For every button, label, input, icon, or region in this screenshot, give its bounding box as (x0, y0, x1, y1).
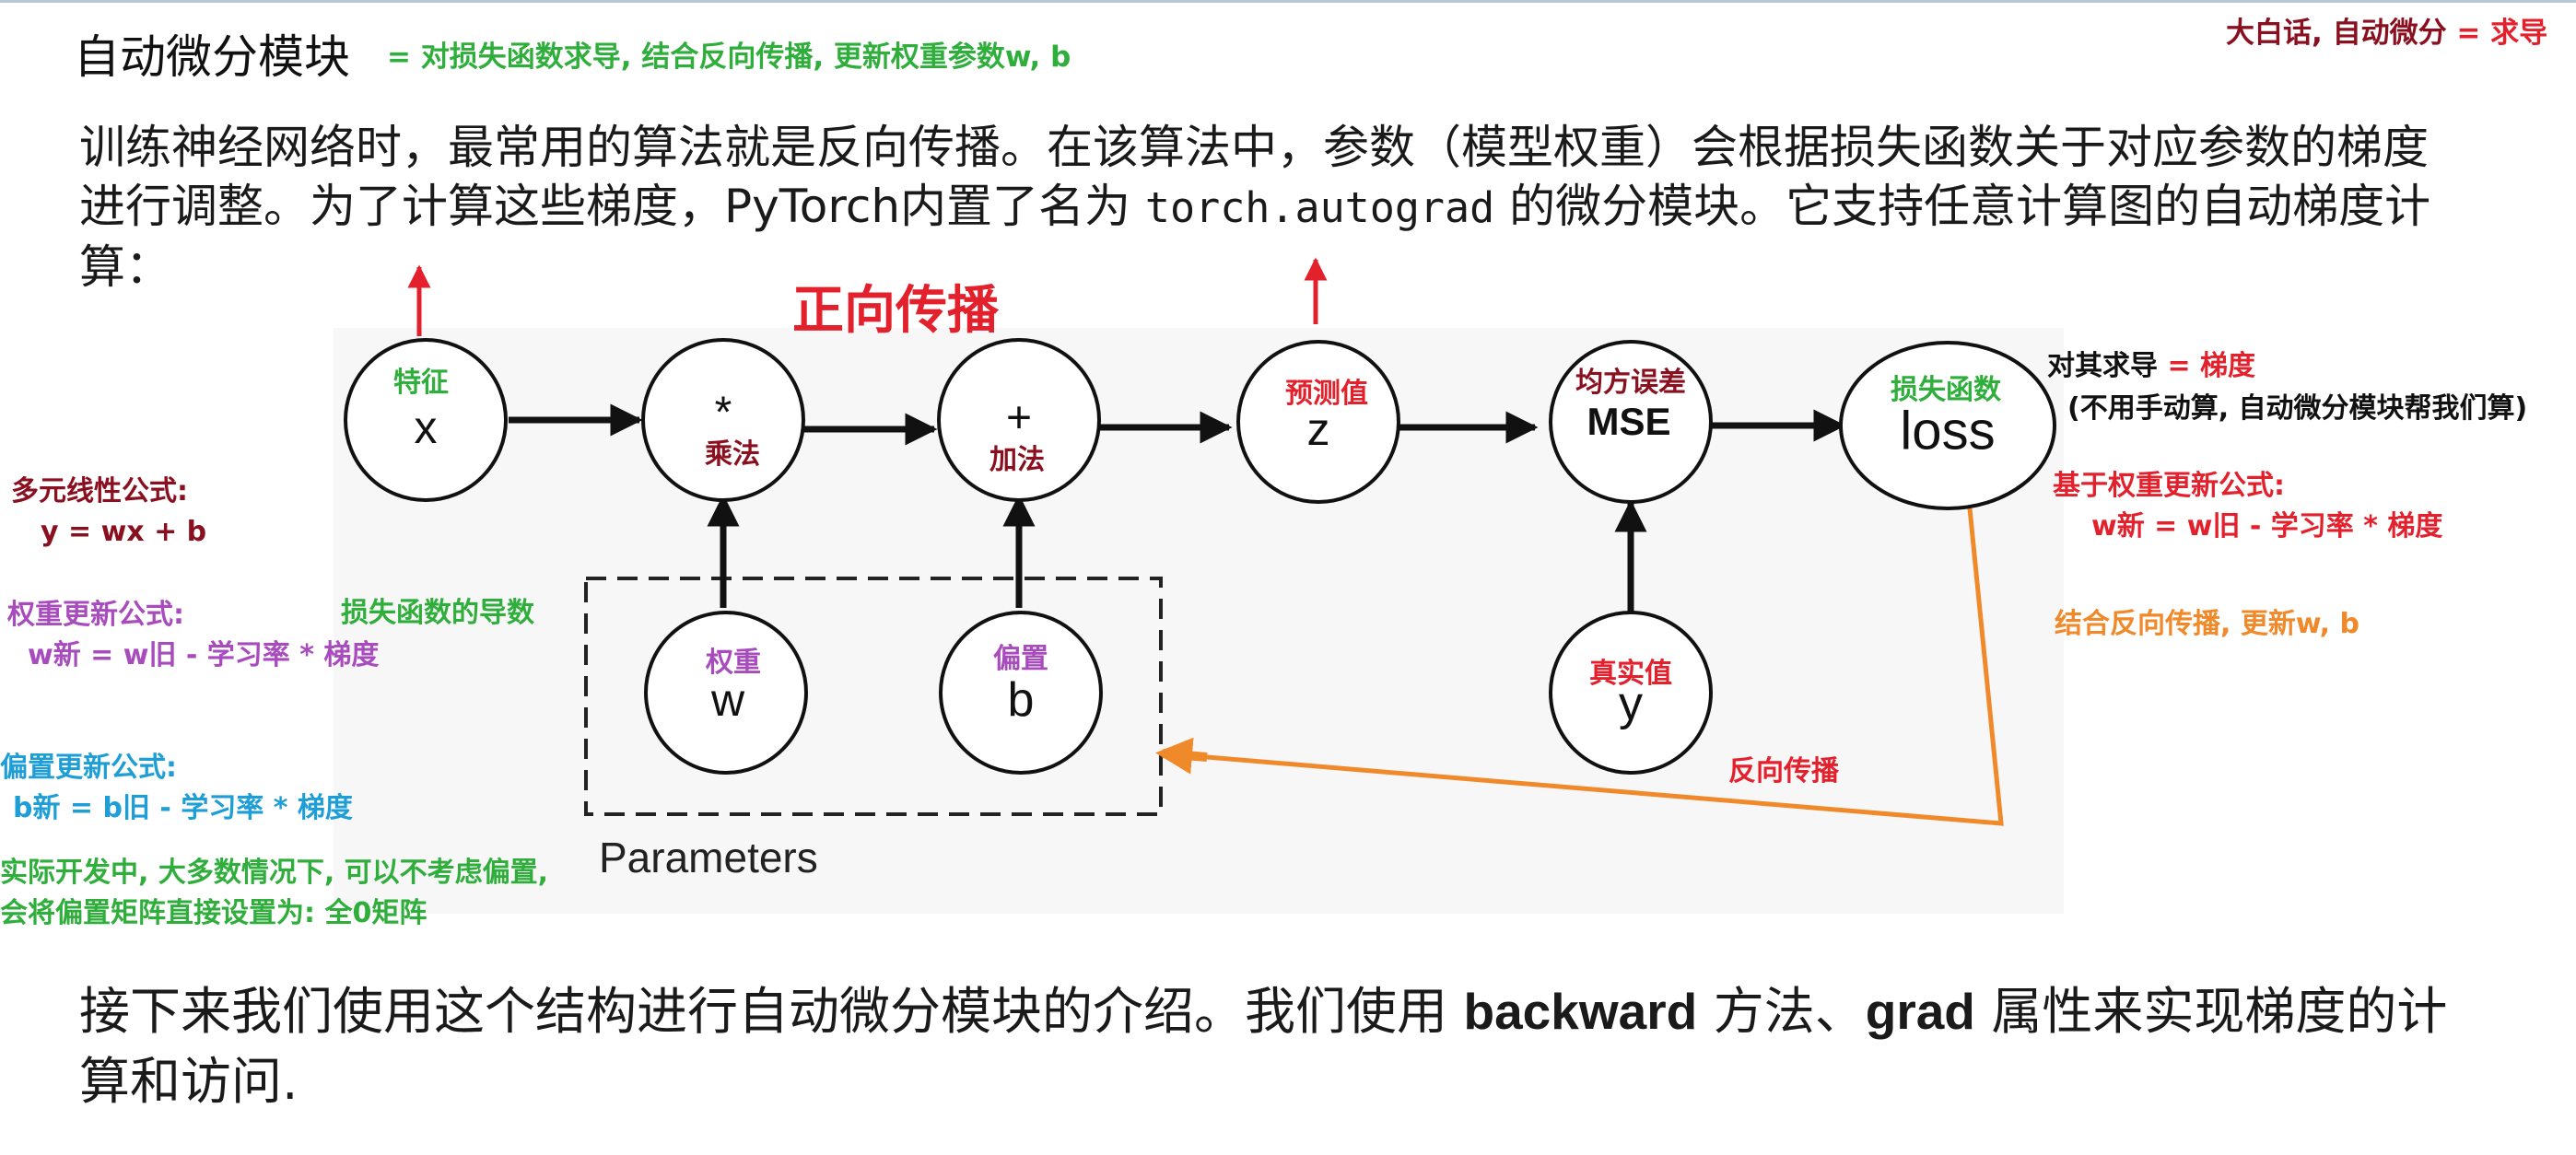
top-border (0, 0, 2576, 3)
update-formula: w新 = w旧 - 学习率 * 梯度 (2091, 510, 2443, 542)
node-add-glyph: + (1005, 393, 1033, 443)
node-loss-glyph: loss (1900, 401, 1996, 461)
node-y-glyph: y (1619, 677, 1643, 730)
derive-note-eq: = 梯度 (2158, 350, 2256, 382)
top-right-note-eq: = (2446, 17, 2491, 50)
node-loss-ellipse (1839, 341, 2056, 510)
weight-update-title: 权重更新公式: (7, 599, 184, 631)
linear-formula: y = wx + b (41, 516, 207, 548)
intro-paragraph: 训练神经网络时，最常用的算法就是反向传播。在该算法中，参数（模型权重）会根据损失… (79, 118, 2456, 297)
derive-note: 对其求导 = 梯度 (2047, 346, 2255, 387)
node-w-label: 权重 (706, 647, 761, 679)
node-b-circle (939, 611, 1103, 775)
node-loss-label: 损失函数 (1891, 374, 2001, 406)
outro-text-3: 属性来实现梯度的计算和访问. (79, 982, 2448, 1111)
node-z-label: 预测值 (1285, 378, 1368, 410)
derive-note-prefix: 对其求导 (2047, 350, 2158, 382)
section-title: 自动微分模块 (74, 30, 350, 84)
intro-text-2: 的微分模块。它支持任意计算图的自动梯度计算： (79, 180, 2431, 294)
outro-keyword-backward: backward (1463, 983, 1698, 1040)
backprop-update-note: 结合反向传播, 更新w, b (2055, 608, 2359, 640)
title-note: = 对损失函数求导, 结合反向传播, 更新权重参数w, b (387, 41, 1071, 74)
derive-note-sub: (不用手动算, 自动微分模块帮我们算) (2067, 392, 2528, 425)
top-right-note: 大白话, 自动微分 = 求导 (2226, 9, 2547, 51)
update-formula-title: 基于权重更新公式: (2053, 470, 2285, 502)
linear-formula-title: 多元线性公式: (11, 475, 188, 508)
outro-text-2: 方法、 (1697, 982, 1866, 1041)
outro-text-1: 接下来我们使用这个结构进行自动微分模块的介绍。我们使用 (79, 982, 1464, 1041)
node-x-glyph: x (414, 402, 438, 453)
top-right-note-prefix: 大白话, 自动微分 (2226, 17, 2447, 50)
intro-code: torch.autograd (1144, 183, 1495, 232)
outro-keyword-grad: grad (1865, 983, 1975, 1040)
backprop-arrow (1162, 508, 2004, 826)
node-b-glyph: b (1007, 673, 1035, 727)
node-mse-label: 均方误差 (1575, 367, 1686, 399)
bias-update-formula: b新 = b旧 - 学习率 * 梯度 (13, 792, 353, 824)
node-x-circle (344, 338, 508, 502)
loss-derivative-note: 损失函数的导数 (341, 597, 534, 629)
node-add-circle (937, 338, 1101, 502)
node-w-circle (644, 611, 808, 775)
backprop-arrow-head (1155, 737, 1208, 775)
node-mul-glyph: * (714, 388, 732, 438)
practice-note-line2: 会将偏置矩阵直接设置为: 全0矩阵 (0, 897, 427, 929)
node-y-label: 真实值 (1589, 658, 1672, 690)
forward-propagation-heading: 正向传播 (792, 281, 999, 341)
parameters-box (584, 577, 1163, 816)
top-right-note-suffix: 求导 (2490, 17, 2548, 50)
node-z-glyph: z (1306, 403, 1330, 455)
outro-paragraph: 接下来我们使用这个结构进行自动微分模块的介绍。我们使用 backward 方法、… (79, 976, 2456, 1116)
node-mse-glyph: MSE (1587, 400, 1671, 443)
node-mse-circle (1549, 340, 1713, 504)
bias-update-title: 偏置更新公式: (0, 752, 177, 784)
practice-note-line1: 实际开发中, 大多数情况下, 可以不考虑偏置, (0, 857, 549, 889)
node-b-label: 偏置 (993, 643, 1048, 675)
node-mul-label: 乘法 (705, 438, 760, 471)
parameters-label: Parameters (599, 834, 818, 881)
node-x-label: 特征 (393, 367, 449, 399)
node-z-circle (1236, 340, 1400, 504)
intro-text-1: 训练神经网络时，最常用的算法就是反向传播。在该算法中，参数（模型权重）会根据损失… (79, 121, 2429, 233)
node-add-label: 加法 (989, 444, 1045, 476)
node-y-circle (1549, 611, 1713, 775)
backprop-label: 反向传播 (1728, 755, 1839, 788)
weight-update-formula: w新 = w旧 - 学习率 * 梯度 (28, 639, 380, 671)
node-w-glyph: w (710, 674, 745, 726)
node-mul-circle (641, 338, 805, 502)
